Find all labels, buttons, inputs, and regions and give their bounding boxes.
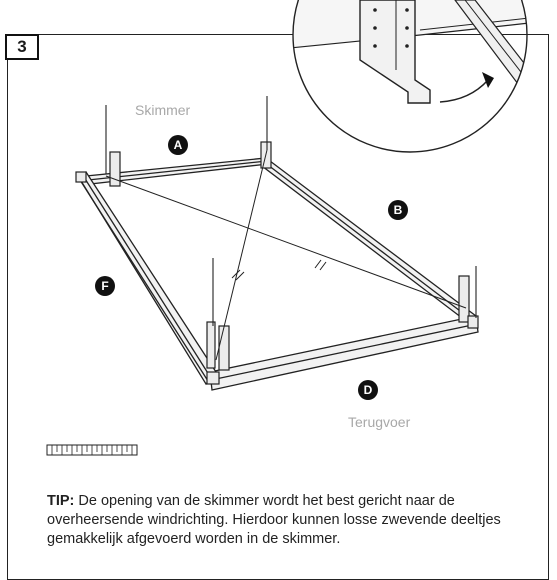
badge-f: F <box>95 276 115 296</box>
step-number: 3 <box>5 34 39 60</box>
badge-a: A <box>168 135 188 155</box>
measuring-stakes <box>105 96 477 326</box>
badge-b: B <box>388 200 408 220</box>
tip-prefix: TIP: <box>47 493 75 509</box>
pool-frame <box>77 157 479 391</box>
skimmer-label: Skimmer <box>135 102 191 118</box>
return-label: Terugvoer <box>348 414 411 430</box>
diagonal-cords <box>105 149 467 361</box>
ruler-icon <box>46 444 138 456</box>
badge-d: D <box>358 380 378 400</box>
tip-text: TIP: De opening van de skimmer wordt het… <box>47 492 547 549</box>
detail-inset <box>292 0 528 153</box>
tip-body: De opening van de skimmer wordt het best… <box>47 493 501 547</box>
